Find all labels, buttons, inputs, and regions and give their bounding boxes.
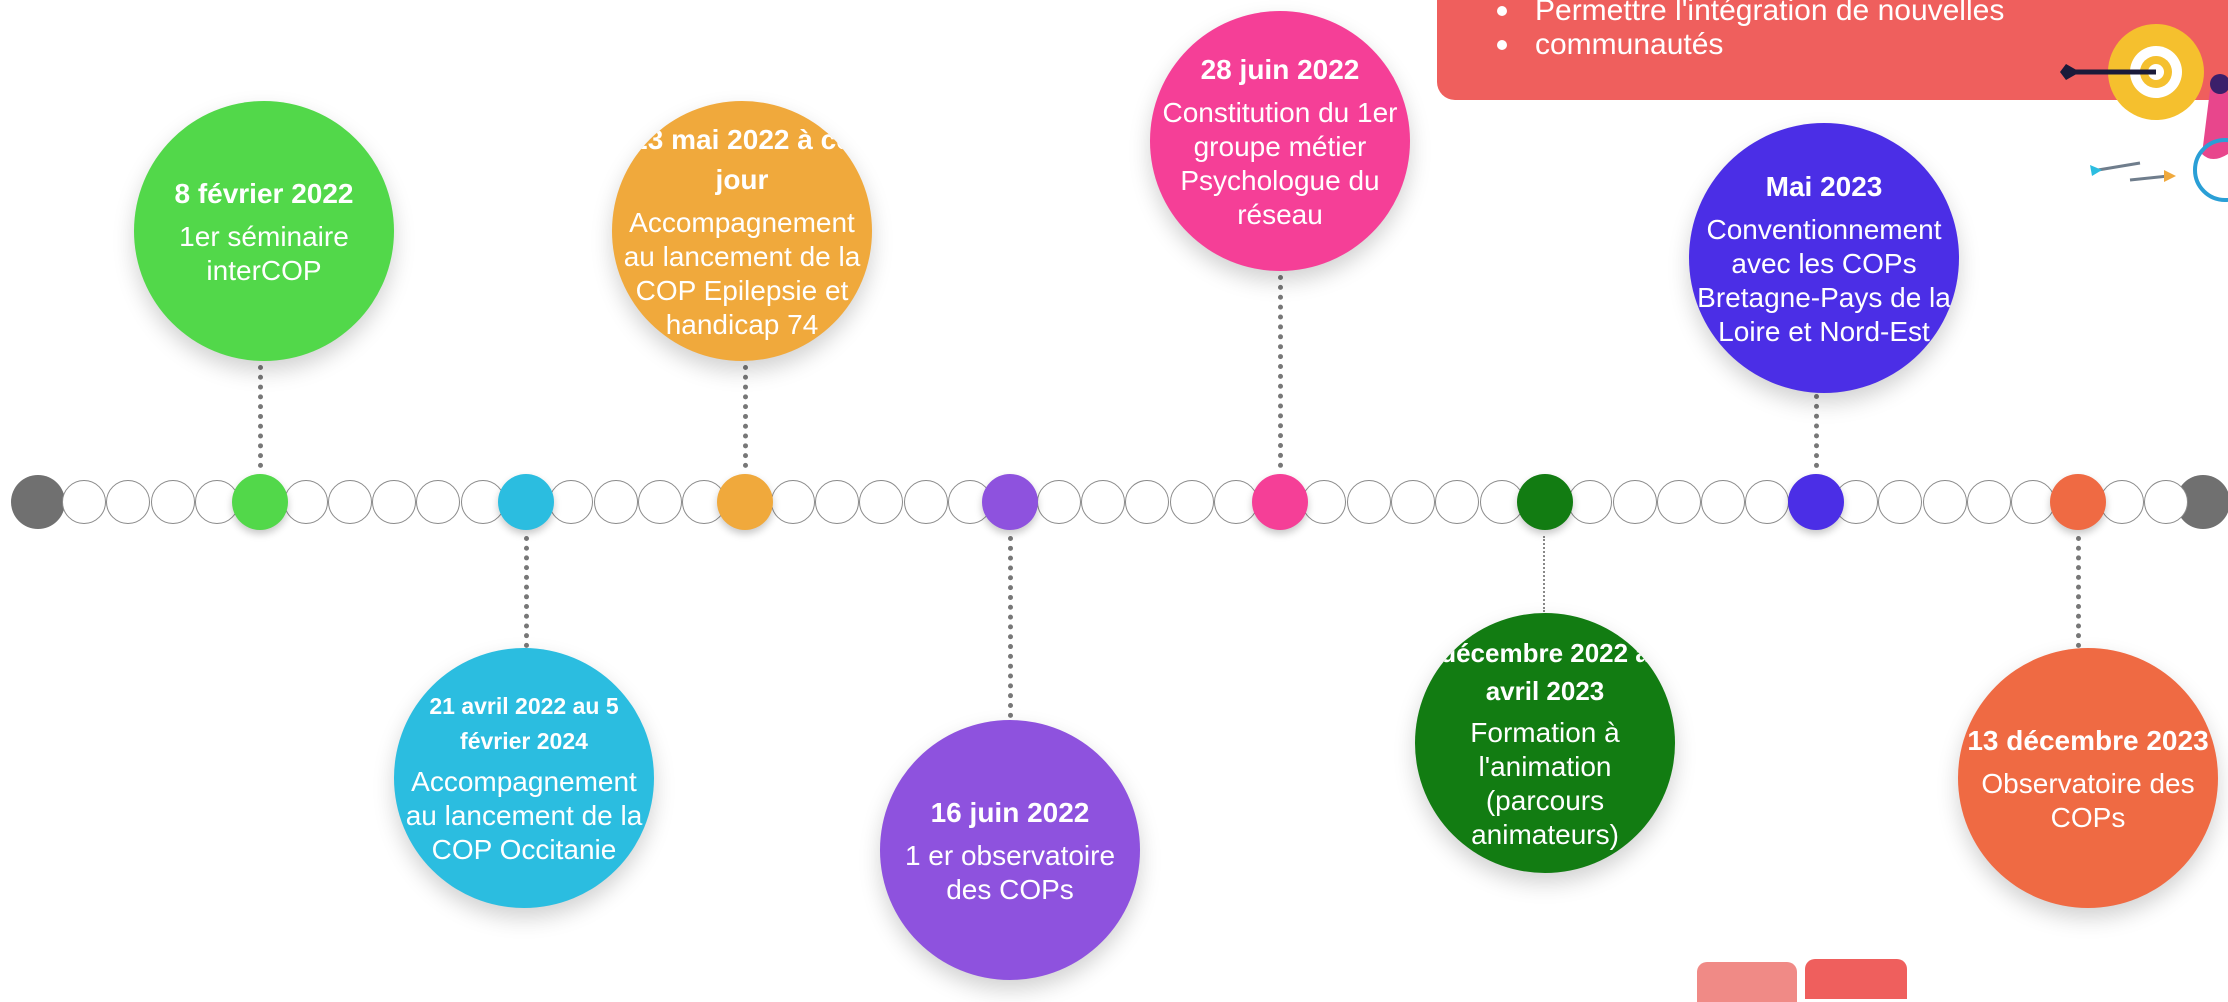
timeline-event-dot[interactable] <box>717 474 773 530</box>
event-date: 8 février 2022 <box>174 178 354 209</box>
timeline-event-circle: 16 juin 2022 1 er observatoire des COPs <box>880 720 1140 980</box>
timeline-ring <box>416 480 461 524</box>
timeline-event-dot[interactable] <box>982 474 1038 530</box>
timeline-ring <box>372 480 417 524</box>
event-connector <box>1008 536 1013 718</box>
timeline-ring <box>1568 480 1613 524</box>
event-date: 16 juin 2022 <box>930 797 1090 828</box>
event-description: Conventionnement avec les COPs Bretagne-… <box>1697 214 1951 347</box>
timeline-ring <box>903 480 948 524</box>
timeline-ring <box>283 480 328 524</box>
timeline-ring <box>150 480 195 524</box>
timeline-ring <box>1656 480 1701 524</box>
event-date: décembre 2022 à avril 2023 <box>1440 638 1650 706</box>
timeline-ring <box>106 480 151 524</box>
objective-item-continued: communautés <box>1497 28 2004 62</box>
timeline-event-dot[interactable] <box>1788 474 1844 530</box>
timeline-event-dot[interactable] <box>498 474 554 530</box>
timeline-ring <box>2144 480 2189 524</box>
timeline-ring <box>1169 480 1214 524</box>
timeline-ring <box>1391 480 1435 524</box>
objective-item: Permettre l'intégration de nouvelles <box>1497 0 2004 28</box>
event-date: 13 décembre 2023 <box>1967 725 2209 756</box>
timeline-ring <box>637 480 682 524</box>
timeline-ring <box>1878 480 1923 524</box>
timeline-event-dot[interactable] <box>1252 474 1308 530</box>
target-archer-illustration <box>2060 24 2228 202</box>
timeline-ring <box>194 480 239 524</box>
event-connector <box>1814 394 1819 468</box>
event-connector <box>524 536 529 648</box>
event-description: 1er séminaire interCOP <box>179 221 349 286</box>
footer-button-primary[interactable] <box>1805 959 1907 999</box>
event-description: Observatoire des COPs <box>1981 768 2195 833</box>
timeline-ring <box>1922 480 1967 524</box>
footer-button-secondary[interactable] <box>1697 962 1797 1002</box>
event-description: Constitution du 1er groupe métier Psycho… <box>1162 97 1398 230</box>
event-description: Accompagnement au lancement de la COP Ep… <box>623 207 861 340</box>
event-description: Formation à l'animation (parcours animat… <box>1470 717 1620 850</box>
timeline-event-dot[interactable] <box>232 474 288 530</box>
timeline-ring <box>549 480 594 524</box>
timeline-ring <box>1125 480 1170 524</box>
event-connector <box>258 365 263 468</box>
timeline-ring <box>815 480 860 524</box>
event-date: Mai 2023 <box>1765 171 1883 202</box>
timeline-ring <box>770 480 815 524</box>
timeline-event-dot[interactable] <box>1517 474 1573 530</box>
timeline-ring <box>2011 480 2056 524</box>
event-connector <box>2076 536 2081 648</box>
timeline-event-circle: 8 février 2022 1er séminaire interCOP <box>134 101 394 361</box>
timeline-ring <box>62 480 106 524</box>
event-date: 21 avril 2022 au 5 février 2024 <box>429 693 619 754</box>
timeline-ring <box>1435 480 1480 524</box>
event-connector <box>1278 275 1283 468</box>
timeline-ring <box>593 480 638 524</box>
event-connector <box>743 365 748 468</box>
timeline-ring <box>1745 480 1790 524</box>
timeline-event-dot[interactable] <box>2050 474 2106 530</box>
timeline-ring <box>1966 480 2011 524</box>
event-connector <box>1543 536 1545 612</box>
objectives-banner: Permettre l'intégration de nouvelles com… <box>1437 0 2228 100</box>
event-date: 23 mai 2022 à ce jour <box>632 124 852 195</box>
timeline-ring <box>1701 480 1746 524</box>
timeline-ring <box>327 480 372 524</box>
timeline-ring <box>1302 480 1347 524</box>
event-description: 1 er observatoire des COPs <box>904 840 1116 905</box>
timeline-ring <box>1346 480 1391 524</box>
timeline-ring <box>859 480 904 524</box>
timeline-ring <box>1612 480 1657 524</box>
timeline-ring <box>2099 480 2144 524</box>
timeline-diagram: Permettre l'intégration de nouvelles com… <box>11 0 2228 1002</box>
timeline-ring <box>1213 480 1258 524</box>
event-date: 28 juin 2022 <box>1200 54 1360 85</box>
event-description: Accompagnement au lancement de la COP Oc… <box>405 766 643 865</box>
timeline-ring <box>1036 480 1081 524</box>
timeline-ring <box>1080 480 1125 524</box>
timeline-start-cap <box>11 475 65 529</box>
objectives-list: Permettre l'intégration de nouvelles com… <box>1497 0 2004 62</box>
timeline-ring <box>1479 480 1524 524</box>
